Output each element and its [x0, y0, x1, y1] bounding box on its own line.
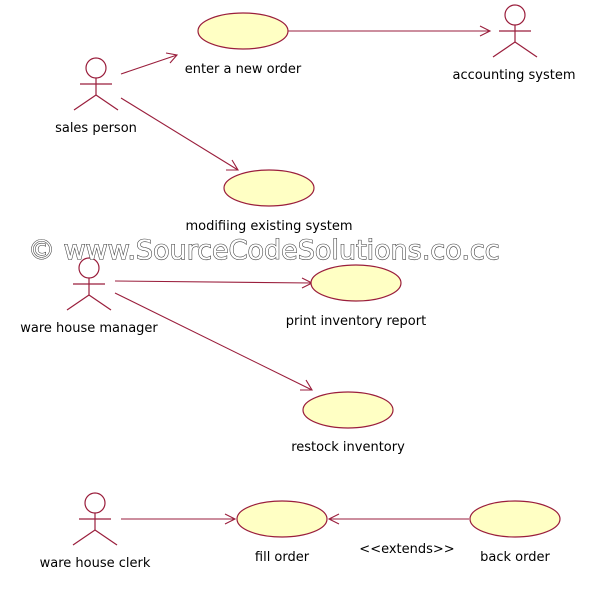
- use-case-modifying-existing-system-label: modifiing existing system: [185, 219, 352, 234]
- relationship-manager-restock: [114, 292, 313, 391]
- use-case-back-order: [469, 500, 561, 538]
- actor-accounting-system-label: accounting system: [452, 68, 575, 83]
- use-case-enter-new-order: [197, 12, 289, 50]
- use-case-fill-order: [236, 500, 328, 538]
- use-case-enter-new-order-label: enter a new order: [185, 62, 302, 77]
- actor-ware-house-clerk-label: ware house clerk: [40, 556, 151, 571]
- relationship-sales-person-modify-system: [120, 97, 239, 171]
- use-case-print-inventory-report-label: print inventory report: [286, 314, 426, 329]
- use-case-print-inventory-report: [310, 264, 402, 302]
- use-case-restock-inventory-label: restock inventory: [291, 440, 405, 455]
- relationship-enter-order-accounting-system: [288, 25, 492, 37]
- actor-accounting-system-figure: [492, 4, 538, 58]
- extends-relationship-label: <<extends>>: [359, 542, 454, 557]
- use-case-modifying-existing-system: [223, 169, 315, 207]
- relationship-manager-print-report: [114, 277, 314, 289]
- use-case-back-order-label: back order: [480, 550, 550, 565]
- actor-sales-person-label: sales person: [55, 121, 137, 136]
- watermark-text: © www.SourceCodeSolutions.co.cc: [28, 235, 500, 266]
- actor-ware-house-manager-label: ware house manager: [20, 321, 158, 336]
- actor-ware-house-manager-figure: [66, 257, 112, 311]
- relationship-clerk-fill-order: [121, 513, 237, 525]
- relationship-back-order-extends-fill-order: [327, 513, 469, 525]
- actor-sales-person-figure: [73, 57, 119, 111]
- use-case-restock-inventory: [302, 391, 394, 429]
- use-case-fill-order-label: fill order: [255, 550, 310, 565]
- actor-ware-house-clerk-figure: [72, 492, 118, 546]
- relationship-sales-person-enter-order: [120, 52, 179, 75]
